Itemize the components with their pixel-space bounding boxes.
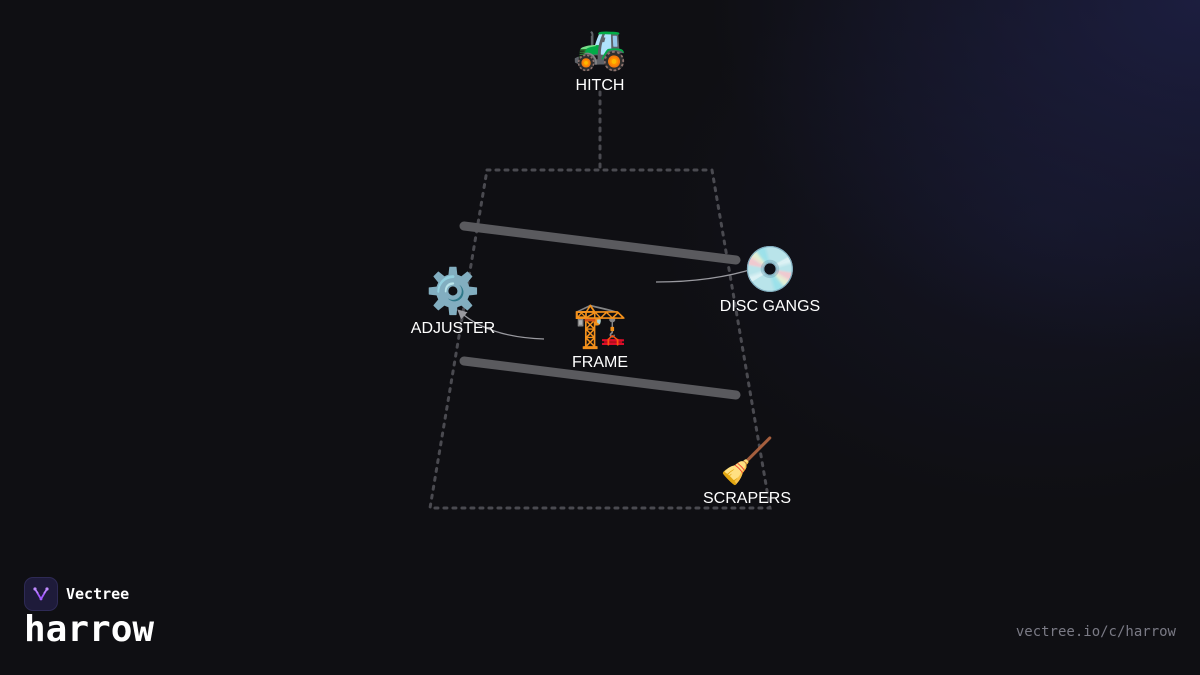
node-label-hitch: HITCH [576,77,625,94]
broom-icon: 🧹 [720,436,775,487]
node-hitch: 🚜 HITCH [573,22,628,94]
crane-icon: 🏗️ [573,300,628,351]
gear-icon: ⚙️ [426,266,481,317]
node-label-frame: FRAME [572,354,628,371]
brand: Vectree [24,577,129,611]
tractor-icon: 🚜 [573,22,628,73]
node-adjuster: ⚙️ ADJUSTER [411,266,495,337]
vectree-logo-mark [33,587,49,601]
frame-outline [428,168,772,510]
disc-gang-bar-front [459,221,741,265]
node-label-disc-gangs: DISC GANGS [720,298,820,315]
disc-icon: 💿 [743,244,798,295]
node-label-adjuster: ADJUSTER [411,320,495,337]
connector-disc-gangs [655,265,759,283]
vectree-logo-icon [24,577,58,611]
page-url[interactable]: vectree.io/c/harrow [1015,624,1176,640]
connector-adjuster [457,309,545,340]
node-disc-gangs: 💿 DISC GANGS [720,244,820,315]
brand-name: Vectree [66,585,130,603]
page-title: harrow [24,609,155,650]
node-scrapers: 🧹 SCRAPERS [703,436,791,507]
node-frame: 🏗️ FRAME [572,300,628,371]
node-label-scrapers: SCRAPERS [703,490,791,507]
disc-gang-bar-rear [459,356,741,400]
